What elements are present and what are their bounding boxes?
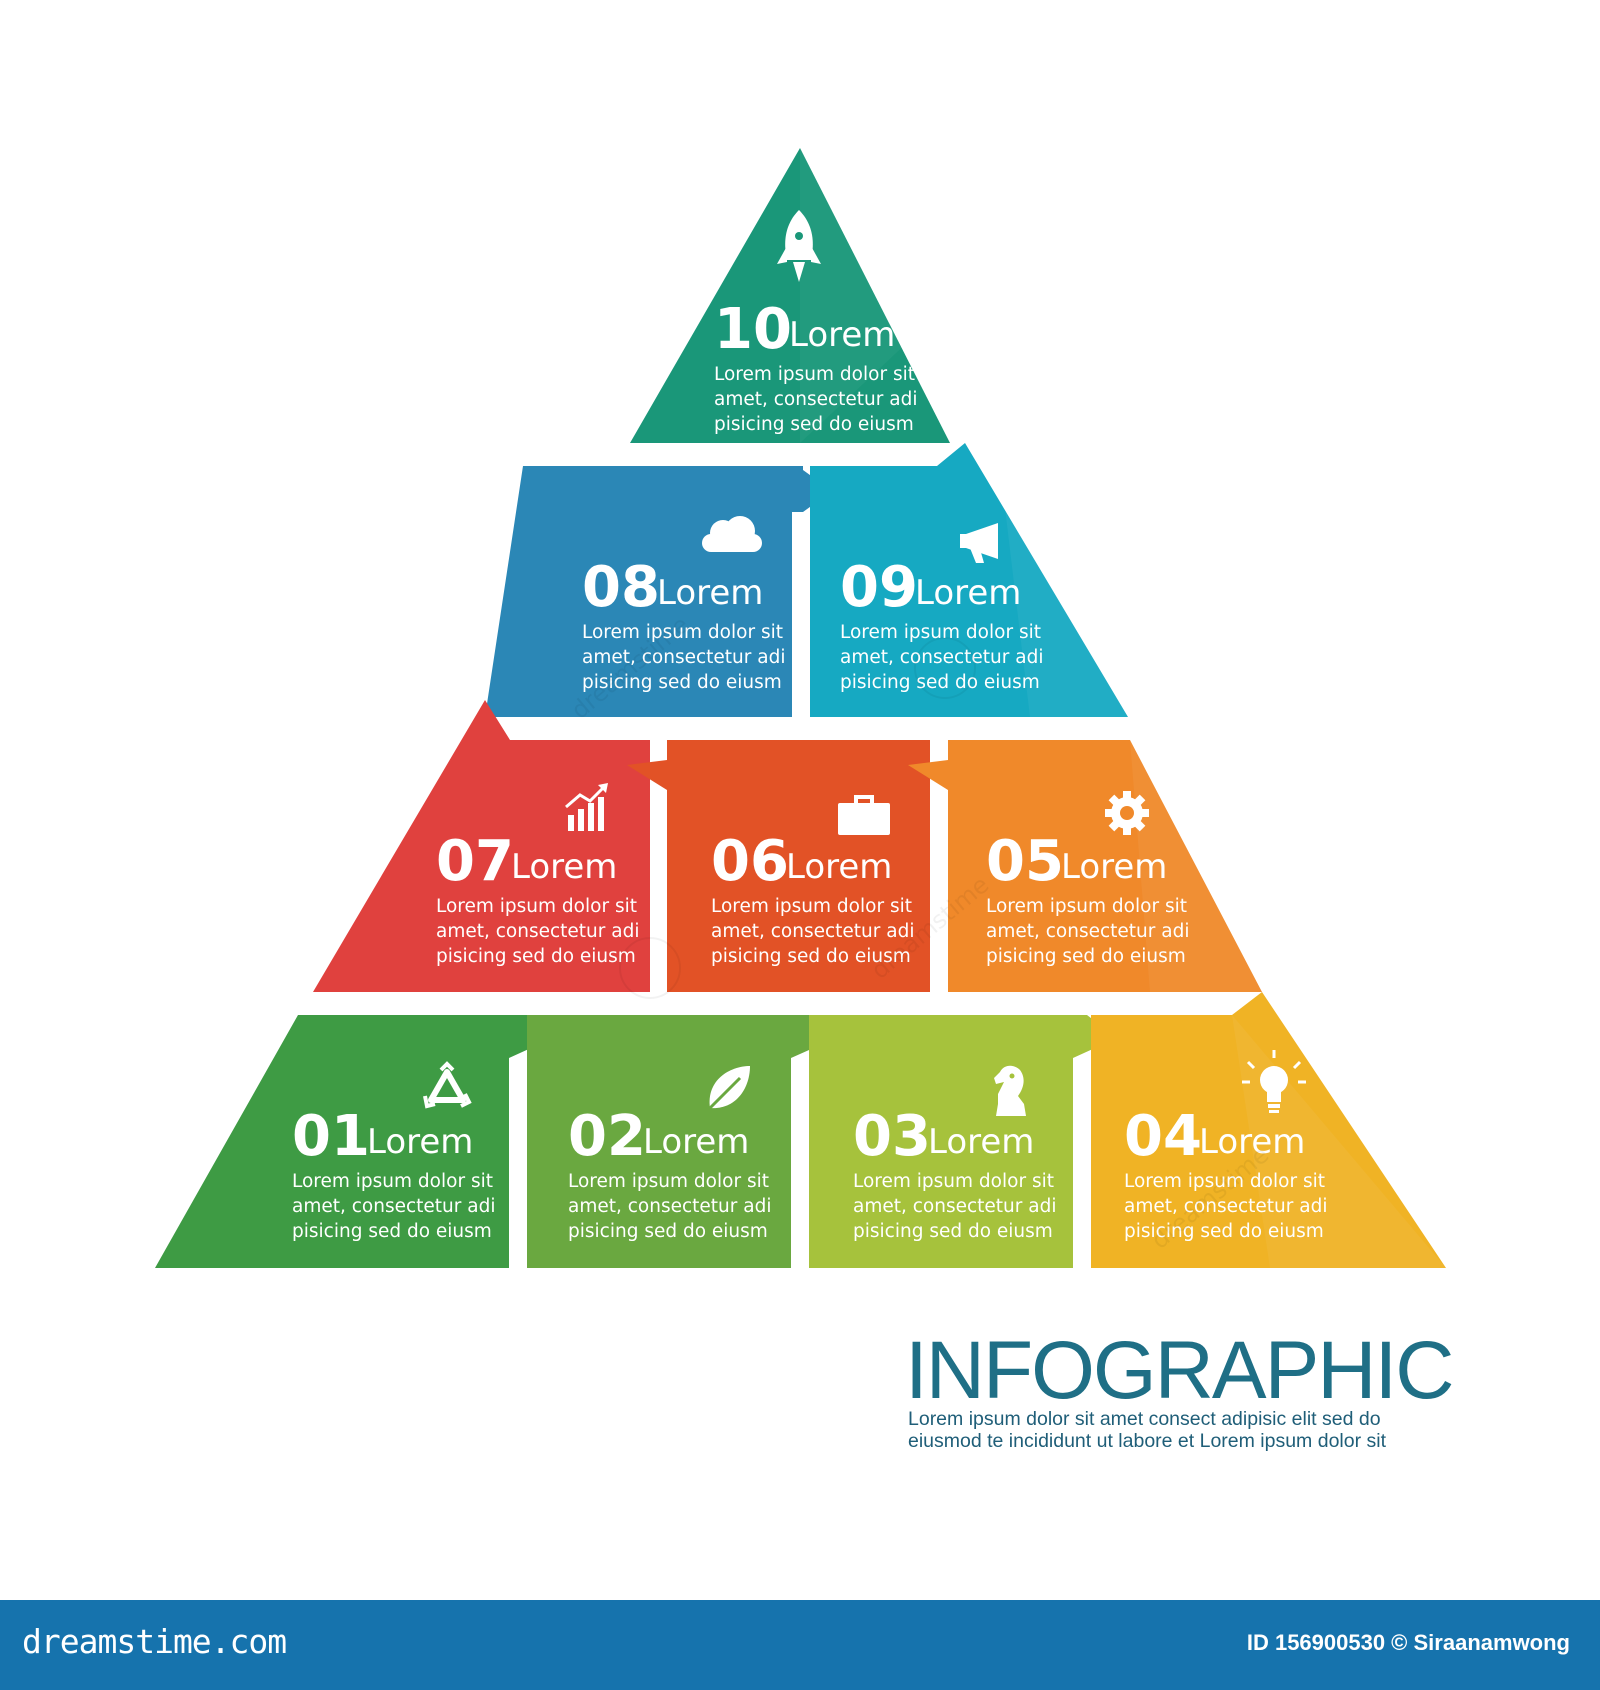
step-title: Lorem [367, 1122, 473, 1162]
step-description: amet, consectetur adi [292, 1196, 495, 1217]
step-description: Lorem ipsum dolor sit [292, 1171, 493, 1192]
step-description: Lorem ipsum dolor sit [568, 1171, 769, 1192]
step-title: Lorem [511, 847, 617, 887]
step-description: pisicing sed do eiusm [840, 672, 1040, 693]
step-09-text: 09 Lorem Lorem ipsum dolor sit amet, con… [840, 555, 1043, 693]
step-description: amet, consectetur adi [714, 389, 917, 410]
footer-bar: dreamstime.com ID 156900530 © Siraanamwo… [0, 1600, 1600, 1690]
step-number: 07 [436, 829, 514, 894]
step-number: 01 [292, 1104, 370, 1169]
watermark-spiral [619, 937, 681, 999]
step-description: amet, consectetur adi [840, 647, 1043, 668]
step-04-text: 04 Lorem Lorem ipsum dolor sit amet, con… [1124, 1104, 1327, 1242]
brand-logo: dreamstime.com [22, 1622, 287, 1661]
step-05-text: 05 Lorem Lorem ipsum dolor sit amet, con… [986, 829, 1189, 967]
step-description: pisicing sed do eiusm [986, 946, 1186, 967]
step-02-text: 02 Lorem Lorem ipsum dolor sit amet, con… [568, 1104, 771, 1242]
segment-09 [810, 443, 1128, 717]
step-title: Lorem [786, 847, 892, 887]
caption-line: eiusmod te incididunt ut labore et Lorem… [908, 1430, 1386, 1452]
infographic-heading: INFOGRAPHIC [905, 1325, 1454, 1416]
briefcase-icon [838, 795, 890, 835]
step-description: Lorem ipsum dolor sit [714, 364, 915, 385]
step-description: pisicing sed do eiusm [582, 672, 782, 693]
step-description: amet, consectetur adi [436, 921, 639, 942]
rocket-icon [777, 210, 821, 282]
step-number: 08 [582, 555, 660, 620]
step-number: 06 [711, 829, 789, 894]
step-description: amet, consectetur adi [582, 647, 785, 668]
light-facet [800, 148, 910, 443]
step-number: 02 [568, 1104, 646, 1169]
segment-10 [630, 148, 950, 443]
step-description: pisicing sed do eiusm [436, 946, 636, 967]
step-description: pisicing sed do eiusm [292, 1221, 492, 1242]
caption-line: Lorem ipsum dolor sit amet consect adipi… [908, 1408, 1381, 1430]
leaf-icon [708, 1066, 750, 1110]
step-description: Lorem ipsum dolor sit [711, 896, 912, 917]
light-facet [1130, 740, 1262, 992]
segment-01 [155, 1015, 555, 1268]
image-credit: ID 156900530 © Siraanamwong [1246, 1630, 1570, 1655]
step-description: Lorem ipsum dolor sit [1124, 1171, 1325, 1192]
step-06-text: 06 Lorem Lorem ipsum dolor sit amet, con… [711, 829, 914, 967]
step-description: amet, consectetur adi [1124, 1196, 1327, 1217]
step-title: Lorem [1199, 1122, 1305, 1162]
step-03-text: 03 Lorem Lorem ipsum dolor sit amet, con… [853, 1104, 1056, 1242]
step-number: 05 [986, 829, 1064, 894]
recycle-icon [423, 1061, 472, 1109]
step-description: Lorem ipsum dolor sit [582, 622, 783, 643]
step-description: amet, consectetur adi [568, 1196, 771, 1217]
light-facet [1000, 466, 1128, 717]
step-description: pisicing sed do eiusm [853, 1221, 1053, 1242]
step-title: Lorem [643, 1122, 749, 1162]
step-description: Lorem ipsum dolor sit [986, 896, 1187, 917]
step-number: 09 [840, 555, 918, 620]
chess-knight-icon [994, 1065, 1026, 1116]
step-title: Lorem [789, 315, 895, 355]
segment-07 [313, 700, 650, 992]
segment-04 [1091, 992, 1446, 1268]
step-description: amet, consectetur adi [711, 921, 914, 942]
bar-chart-icon [565, 783, 608, 831]
gear-icon [1105, 791, 1149, 835]
watermark-spiral [914, 637, 976, 699]
step-description: pisicing sed do eiusm [1124, 1221, 1324, 1242]
lightbulb-icon [1242, 1050, 1306, 1113]
cloud-icon [702, 516, 762, 552]
step-description: pisicing sed do eiusm [568, 1221, 768, 1242]
step-title: Lorem [1061, 847, 1167, 887]
pyramid-diagram: 10 Lorem Lorem ipsum dolor sit amet, con… [155, 148, 1446, 1268]
step-description: pisicing sed do eiusm [711, 946, 911, 967]
segment-05 [908, 740, 1262, 992]
step-01-text: 01 Lorem Lorem ipsum dolor sit amet, con… [292, 1104, 495, 1242]
step-description: Lorem ipsum dolor sit [436, 896, 637, 917]
step-description: amet, consectetur adi [853, 1196, 1056, 1217]
infographic-caption: Lorem ipsum dolor sit amet consect adipi… [908, 1408, 1468, 1452]
step-title: Lorem [928, 1122, 1034, 1162]
step-description: amet, consectetur adi [986, 921, 1189, 942]
step-title: Lorem [657, 573, 763, 613]
step-description: Lorem ipsum dolor sit [853, 1171, 1054, 1192]
step-number: 10 [714, 297, 792, 362]
step-description: Lorem ipsum dolor sit [840, 622, 1041, 643]
step-10-text: 10 Lorem Lorem ipsum dolor sit amet, con… [714, 297, 917, 435]
step-title: Lorem [915, 573, 1021, 613]
step-number: 03 [853, 1104, 931, 1169]
step-08-text: 08 Lorem Lorem ipsum dolor sit amet, con… [582, 555, 785, 693]
megaphone-icon [960, 523, 998, 563]
step-number: 04 [1124, 1104, 1202, 1169]
step-description: pisicing sed do eiusm [714, 414, 914, 435]
segment-03 [809, 1015, 1117, 1268]
segment-02 [527, 1015, 836, 1268]
step-07-text: 07 Lorem Lorem ipsum dolor sit amet, con… [436, 829, 639, 967]
